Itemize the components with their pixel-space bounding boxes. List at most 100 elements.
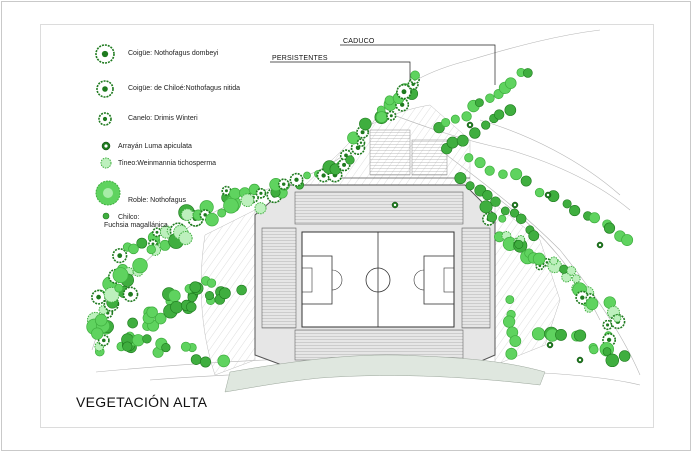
tree-mid [482,190,493,201]
tree-star [613,314,622,323]
tree-mid [469,127,481,139]
tree-mid [490,196,501,207]
tree-light [531,327,546,341]
tree-star [549,256,559,266]
tree-mid [618,350,631,362]
tree-light [474,157,486,169]
tree-mid [127,317,138,329]
tree-ring [96,80,114,98]
tree-light [510,168,523,181]
tree-dark [466,121,474,129]
tree-mid [186,301,197,313]
tree-light [223,197,239,214]
tree-mid [555,328,567,341]
tree-light [128,243,139,255]
tree-light [91,327,104,340]
tree-light [585,297,599,311]
tree-light [532,252,546,266]
legend-icons [95,44,121,220]
legend-label-tineo: Tineo:Weinmannia tichosperma [118,160,217,167]
tree-light [112,267,129,284]
tree-mid [219,287,231,300]
tree-dark [596,241,604,249]
tree-light [485,93,495,103]
west-stand [261,227,297,329]
tree-star [180,208,194,222]
tree-light [154,312,167,325]
tree-light [206,278,217,288]
tree-light [205,212,219,227]
tree-light [441,117,451,128]
tree-light [410,70,420,81]
tree-mid [479,200,493,214]
tree-ring [356,138,366,148]
legend-label-canelo: Canelo: Drimis Winteri [128,115,198,122]
tree-light [168,289,181,303]
tree-mid [515,213,527,225]
tree-dark [391,201,399,209]
tree-mid [359,117,372,131]
tree-light [132,257,148,274]
tree-mid [603,222,616,234]
tree-ring [277,178,290,190]
legend-label-chilco-species: Fuchsia magallánica [104,222,168,229]
tree-mid [562,199,572,209]
tree-mid [514,239,524,249]
tree-mid [523,68,533,78]
tree-light [94,313,108,327]
tree-star [254,202,267,215]
tree-light [146,306,158,318]
tree-mid [528,230,540,242]
tree-ring [289,172,304,187]
tree-ring [396,83,412,100]
callout-lines [270,44,496,95]
tree-mid [474,98,484,108]
tree-mid [500,206,510,216]
tree-light [504,77,517,89]
tree-mid [493,109,505,120]
tree-mid [454,172,467,185]
tree-light [384,95,395,106]
tree-mid [170,300,183,314]
tree-mid [486,212,498,223]
legend-label-coigue: Coigüe: Nothofagus dombeyi [128,50,219,57]
tree-light [498,214,507,223]
tree-light [498,169,508,180]
tree-light [375,111,388,123]
tree-mid [200,356,212,368]
tree-light [450,114,460,124]
south-watercourse [224,354,546,393]
legend-label-roble: Roble: Nothofagus [128,197,186,204]
tree-mid [189,281,202,293]
tree-light [461,111,472,122]
tree-light [588,212,600,224]
tree-light [217,354,230,368]
tree-mid [574,329,587,342]
tree-mid [122,341,133,352]
tree-mid [602,347,612,356]
tree-dark [544,191,552,199]
tree-dark [511,201,519,209]
legend-label-arrayan: Arrayán Luma apiculata [118,143,192,150]
tree-mid [190,354,202,365]
tree-mid [481,120,491,130]
tree-dark [101,141,111,151]
tree-mid [446,136,459,149]
tree-light [464,153,474,163]
tree-ring [602,319,613,331]
tree-star [566,265,577,276]
tree-light [229,187,241,200]
tree-ring [152,227,162,238]
tree-mid [465,181,475,191]
tree-ring [95,44,115,64]
legend-label-coigue-chiloe: Coigüe: de Chiloé:Nothofagus nitida [128,85,241,92]
tree-light [217,208,227,218]
tree-mid [433,121,445,134]
tree-mid [161,342,171,353]
tree-ring [386,110,397,121]
tree-star [571,274,581,284]
tree-mid [456,134,469,147]
tree-dark [546,341,554,349]
tree-ring [98,112,112,126]
